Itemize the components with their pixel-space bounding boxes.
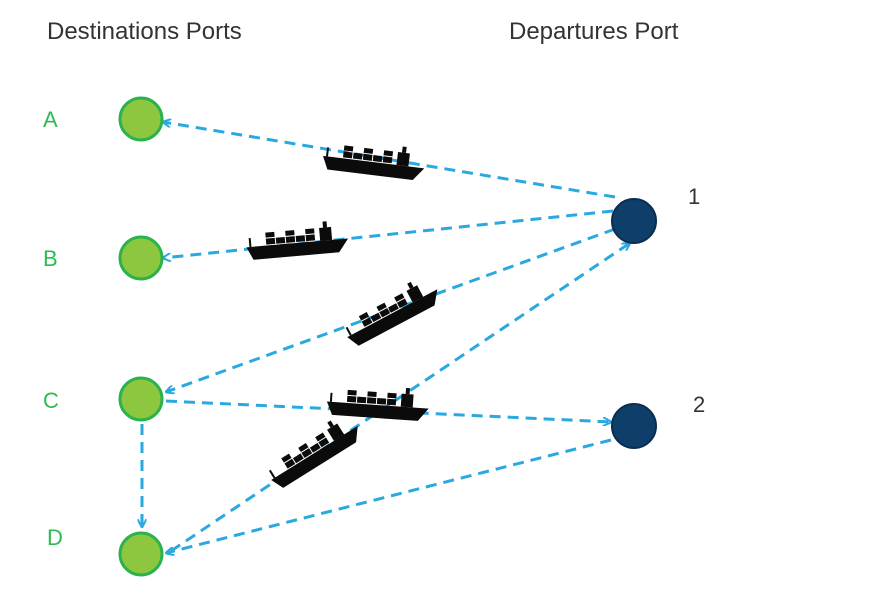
- container-ship-icon: [260, 408, 366, 493]
- departures-header: Departures Port: [509, 18, 679, 45]
- departure-node-1: [611, 198, 657, 244]
- label-destination-b: B: [43, 246, 58, 271]
- label-departure-2: 2: [693, 392, 706, 417]
- destination-node-b: [118, 235, 164, 281]
- destination-node-d: [118, 531, 164, 577]
- label-destination-c: C: [43, 388, 59, 413]
- label-destination-a: A: [43, 107, 58, 132]
- container-ship-icon: [243, 218, 351, 262]
- container-ship-icon: [337, 271, 445, 350]
- destination-node-c: [118, 376, 164, 422]
- route-1-to-b: [163, 209, 614, 258]
- container-ship-icon: [320, 136, 428, 183]
- route-2-to-d: [166, 438, 612, 553]
- route-1-to-a: [163, 122, 616, 199]
- destinations-header: Destinations Ports: [47, 18, 242, 45]
- label-departure-1: 1: [688, 184, 701, 209]
- destination-node-a: [118, 96, 164, 142]
- label-destination-d: D: [47, 525, 63, 550]
- departure-node-2: [611, 403, 657, 449]
- route-d-to-1: [170, 243, 630, 553]
